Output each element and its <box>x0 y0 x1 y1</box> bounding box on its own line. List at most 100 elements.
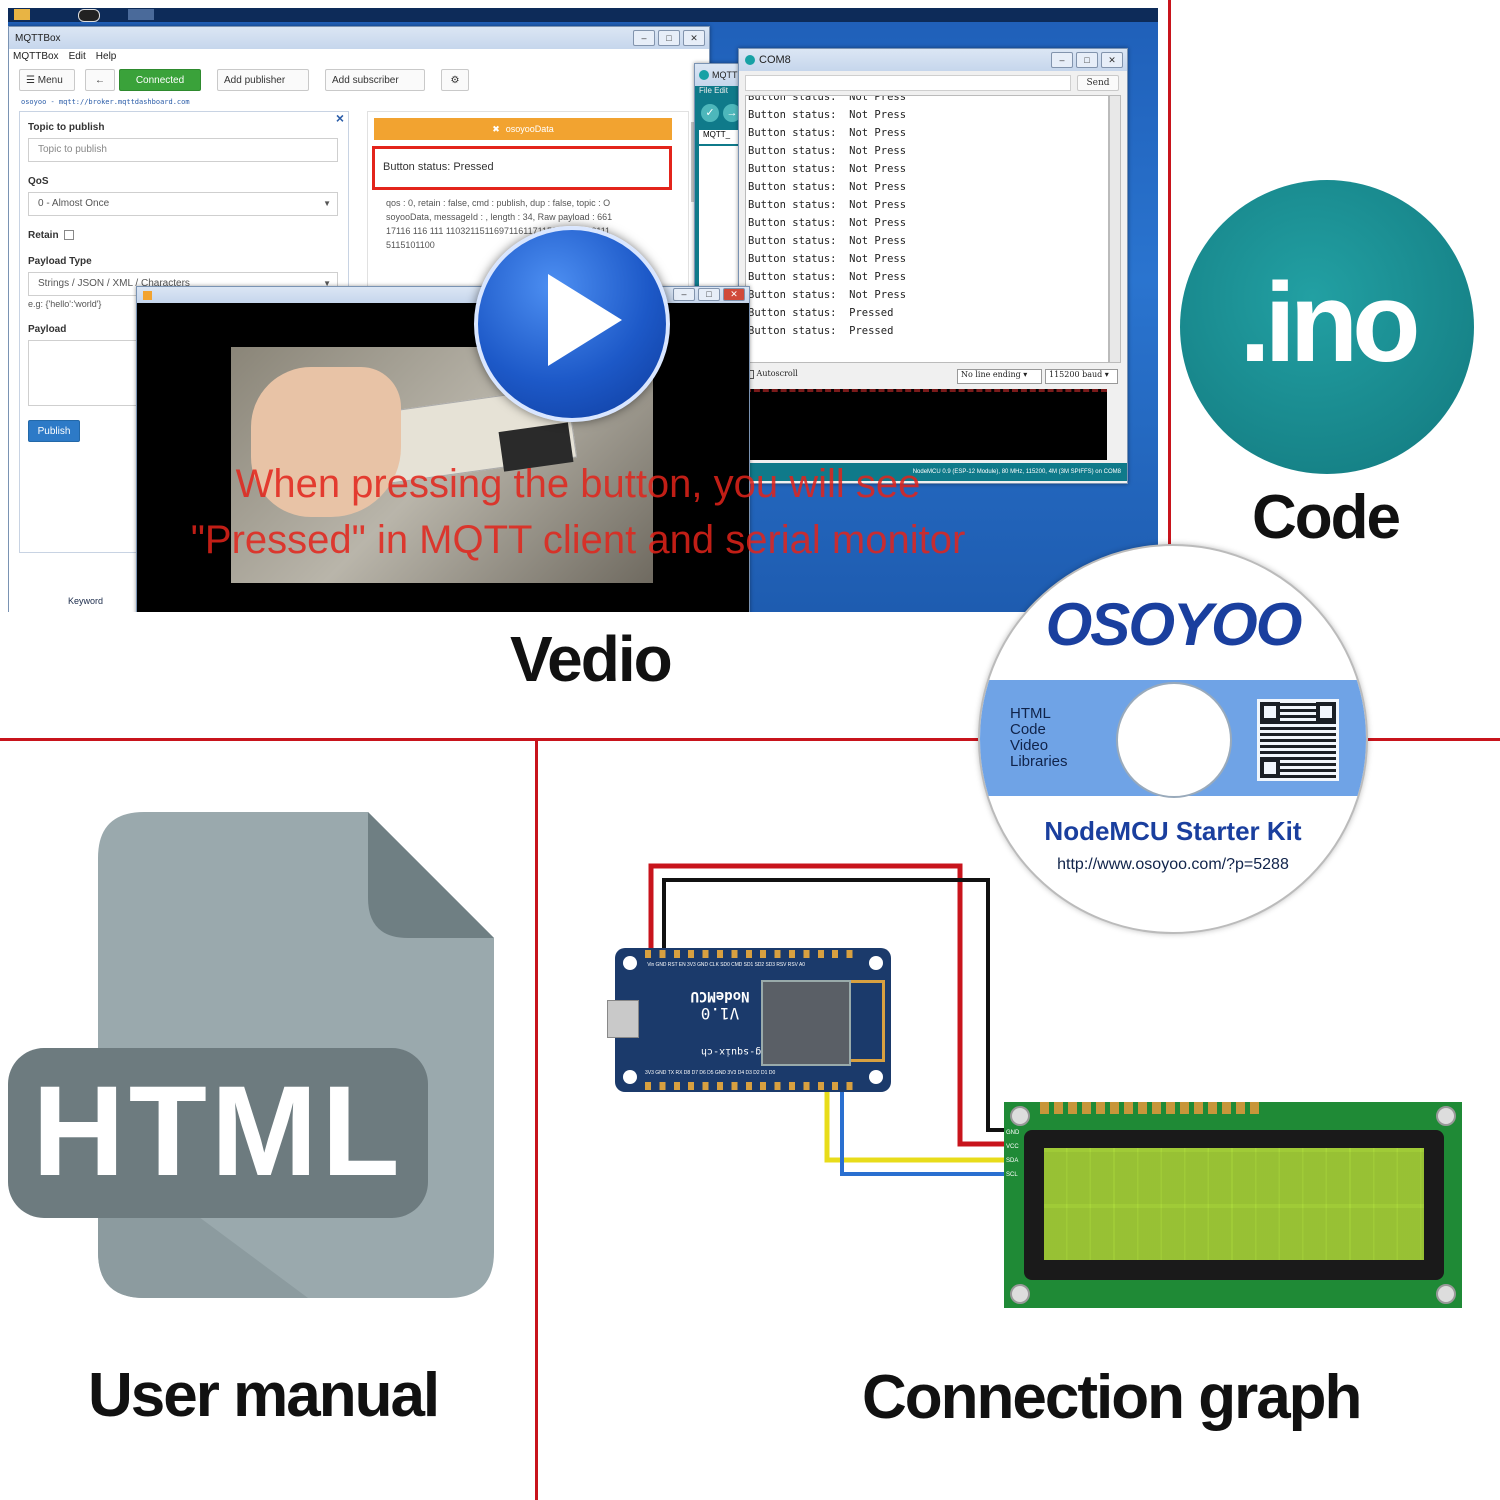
connected-button[interactable]: Connected <box>119 69 201 91</box>
lcd-pin-sda: SDA <box>1006 1158 1019 1164</box>
payload-example: e.g: {'hello':'world'} <box>28 299 102 309</box>
bottom-pin-row <box>645 1082 861 1090</box>
cd-item: Code <box>1010 721 1046 738</box>
line-ending-select[interactable]: No line ending ▾ <box>957 369 1042 384</box>
add-subscriber-button[interactable]: Add subscriber <box>325 69 425 91</box>
publish-button[interactable]: Publish <box>28 420 80 442</box>
mount-hole <box>1010 1284 1030 1304</box>
mount-hole <box>1436 1106 1456 1126</box>
chevron-down-icon: ▼ <box>323 199 331 208</box>
qos-value: 0 - Almost Once <box>38 198 110 209</box>
divider-vertical-bottom <box>535 740 538 1500</box>
cd-item: Video <box>1010 737 1049 754</box>
retain-checkbox[interactable] <box>64 230 74 240</box>
maximize-button[interactable]: □ <box>658 30 680 46</box>
divider-horizontal <box>0 738 1500 741</box>
qr-finder <box>1260 702 1280 722</box>
cd-hole <box>1116 682 1232 798</box>
qos-select[interactable]: 0 - Almost Once ▼ <box>28 192 338 216</box>
taskbar-label: Keyword <box>68 596 104 606</box>
message-text: Button status: Pressed <box>383 161 494 173</box>
menu-button[interactable]: ☰ Menu <box>19 69 75 91</box>
back-button[interactable]: ← <box>85 69 115 91</box>
play-button[interactable] <box>474 226 670 422</box>
mount-hole <box>869 956 883 970</box>
close-button[interactable]: ✕ <box>1101 52 1123 68</box>
app-title: MQTTBox <box>15 32 61 44</box>
close-panel-icon[interactable]: × <box>335 110 344 126</box>
window-controls: – □ ✕ <box>673 288 745 301</box>
serial-title: COM8 <box>759 54 791 66</box>
nodemcu-board: Vin GND RST EN 3V3 GND CLK SD0 CMD SD1 S… <box>607 948 891 1092</box>
window-controls: – □ ✕ <box>633 30 705 46</box>
line-ending-value: No line ending <box>961 370 1021 379</box>
arduino-menu: File Edit <box>699 86 728 95</box>
baud-select[interactable]: 115200 baud ▾ <box>1045 369 1118 384</box>
cd-disc: OSOYOO HTML Code Video Libraries NodeMCU… <box>978 544 1368 934</box>
board-name: NodeMCU <box>690 988 750 1004</box>
qos-label: QoS <box>28 176 49 187</box>
maximize-button[interactable]: □ <box>1076 52 1098 68</box>
payload-type-value: Strings / JSON / XML / Characters <box>38 278 190 289</box>
serial-line: Button status: Not Press <box>748 199 907 211</box>
subscriber-topic: osoyooData <box>505 124 554 134</box>
menu-edit[interactable]: Edit <box>68 51 86 62</box>
serial-line: Button status: Not Press <box>748 235 907 247</box>
serial-input[interactable] <box>745 75 1071 91</box>
serial-scrollbar[interactable] <box>1109 95 1121 363</box>
serial-line: Button status: Not Press <box>748 271 907 283</box>
topic-input[interactable]: Topic to publish <box>28 138 338 162</box>
console-area <box>745 389 1107 460</box>
maximize-button[interactable]: □ <box>698 288 720 301</box>
kit-url[interactable]: http://www.osoyoo.com/?p=5288 <box>1057 856 1289 873</box>
video-frame <box>231 347 653 583</box>
kit-name: NodeMCU Starter Kit <box>1044 816 1302 846</box>
minimize-button[interactable]: – <box>633 30 655 46</box>
serial-titlebar: COM8 – □ ✕ <box>739 49 1127 71</box>
esp-chip <box>761 980 851 1066</box>
menu-bar: MQTTBox Edit Help <box>9 49 709 64</box>
window-controls: – □ ✕ <box>1051 52 1123 68</box>
desktop-screenshot: MQTTBox – □ ✕ MQTTBox Edit Help ☰ Menu ←… <box>8 8 1158 612</box>
close-icon[interactable]: ✖ <box>492 124 500 134</box>
lcd-screen <box>1044 1148 1424 1260</box>
retain-label: Retain <box>28 230 59 241</box>
mount-hole <box>1010 1106 1030 1126</box>
folder-icon <box>14 9 30 20</box>
desktop-top-strip <box>8 8 1158 22</box>
status-text: NodeMCU 0.9 (ESP-12 Module), 80 MHz, 115… <box>912 469 1121 475</box>
arduino-menu-file[interactable]: File <box>699 86 712 95</box>
caption-line-1: When pressing the button, you will see <box>235 462 921 506</box>
serial-line: Button status: Not Press <box>748 253 907 265</box>
connection-graph-label: Connection graph <box>862 1363 1362 1432</box>
top-pin-row <box>645 950 861 958</box>
upload-icon[interactable]: → <box>723 104 741 122</box>
serial-monitor-window: COM8 – □ ✕ Send Button status: Not Press… <box>738 48 1128 484</box>
cd-item: HTML <box>1010 705 1051 722</box>
autoscroll-label: Autoscroll <box>756 369 798 378</box>
menu-help[interactable]: Help <box>95 51 117 62</box>
minimize-button[interactable]: – <box>673 288 695 301</box>
arduino-tab[interactable]: MQTT_ <box>699 130 747 144</box>
serial-line: Button status: Not Press <box>748 163 907 175</box>
close-button[interactable]: ✕ <box>723 288 745 301</box>
board-text: V1.0 NodeMCU <box>675 988 765 1023</box>
verify-icon[interactable]: ✓ <box>701 104 719 122</box>
wire-yellow <box>824 1082 1004 1163</box>
minimize-button[interactable]: – <box>1051 52 1073 68</box>
subscriber-message: Button status: Pressed <box>372 146 672 190</box>
video-caption: When pressing the button, you will see "… <box>158 456 998 568</box>
serial-footer: Autoscroll No line ending ▾ 115200 baud … <box>745 369 1119 385</box>
close-button[interactable]: ✕ <box>683 30 705 46</box>
lcd-module: GND VCC SDA SCL <box>1004 1102 1462 1308</box>
send-button[interactable]: Send <box>1077 75 1119 91</box>
cd-item: Libraries <box>1010 753 1068 770</box>
arduino-menu-edit[interactable]: Edit <box>714 86 728 95</box>
add-publisher-button[interactable]: Add publisher <box>217 69 309 91</box>
menu-mqttbox[interactable]: MQTTBox <box>13 51 59 62</box>
settings-button[interactable]: ⚙ <box>441 69 469 91</box>
details-line: 17116 116 111 11032115116971161171153280… <box>386 226 611 236</box>
lcd-pin-vcc: VCC <box>1006 1144 1019 1150</box>
